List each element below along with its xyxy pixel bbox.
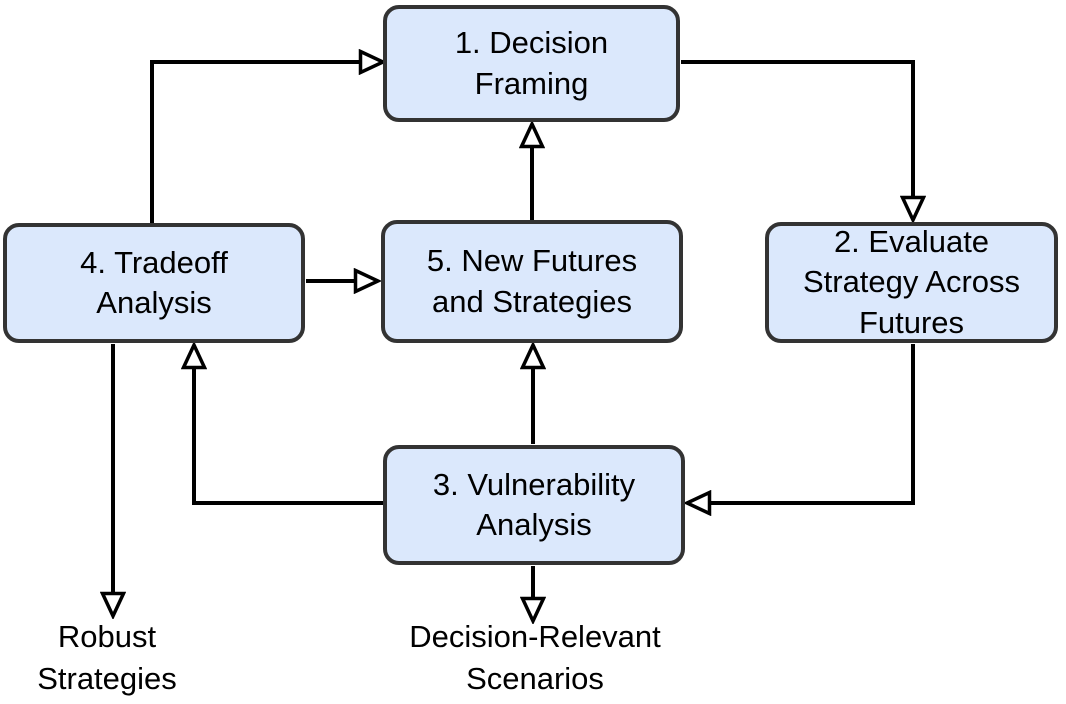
node-vulnerability-analysis-label: 3. Vulnerability Analysis [432,466,636,542]
edge-tradeoff-to-decision-framing [150,62,383,223]
edge-vulnerability-analysis-to-tradeoff-analysis [194,345,383,505]
edge-evaluate-strategy-to-vulnerability-analysis [687,344,915,503]
output-label-robust-strategies: Robust Strategies [37,619,177,696]
node-new-futures-label: 5. New Futures and Strategies [426,243,638,319]
node-decision-framing: 1. Decision Framing [383,5,680,122]
node-new-futures: 5. New Futures and Strategies [381,220,683,343]
node-evaluate-strategy-label: 2. Evaluate Strategy Across Futures [802,224,1021,340]
node-tradeoff-analysis: 4. Tradeoff Analysis [3,223,305,343]
node-vulnerability-analysis: 3. Vulnerability Analysis [383,445,685,565]
node-evaluate-strategy: 2. Evaluate Strategy Across Futures [765,222,1058,343]
node-tradeoff-analysis-label: 4. Tradeoff Analysis [80,244,228,320]
edge-decision-framing-to-evaluate-strategy [681,60,913,220]
node-decision-framing-label: 1. Decision Framing [454,25,609,101]
output-label-decision-relevant-scenarios: Decision-Relevant Scenarios [409,619,661,696]
